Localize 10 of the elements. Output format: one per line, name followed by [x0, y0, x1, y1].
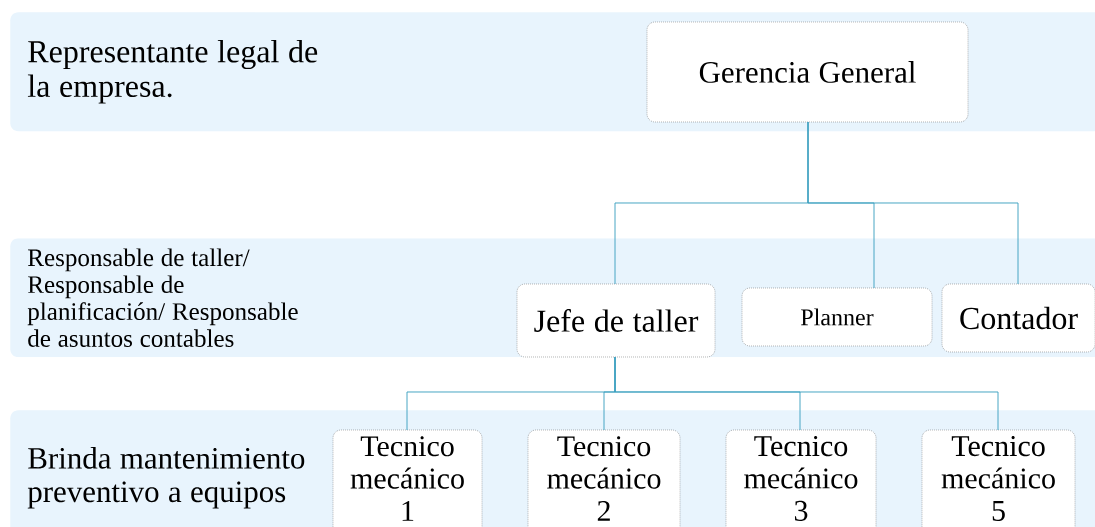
position-box: Tecnico mecánico 1 — [332, 429, 483, 527]
connector — [614, 356, 999, 431]
position-box: Tecnico mecánico 5 — [921, 429, 1076, 527]
position-box: Tecnico mecánico 2 — [527, 429, 681, 527]
position-box: Jefe de taller — [516, 283, 716, 358]
position-box: Planner — [741, 287, 933, 347]
connector — [807, 121, 1019, 285]
position-box: Contador — [941, 283, 1095, 353]
position-box: Gerencia General — [646, 21, 969, 123]
position-box: Tecnico mecánico 3 — [725, 429, 877, 527]
